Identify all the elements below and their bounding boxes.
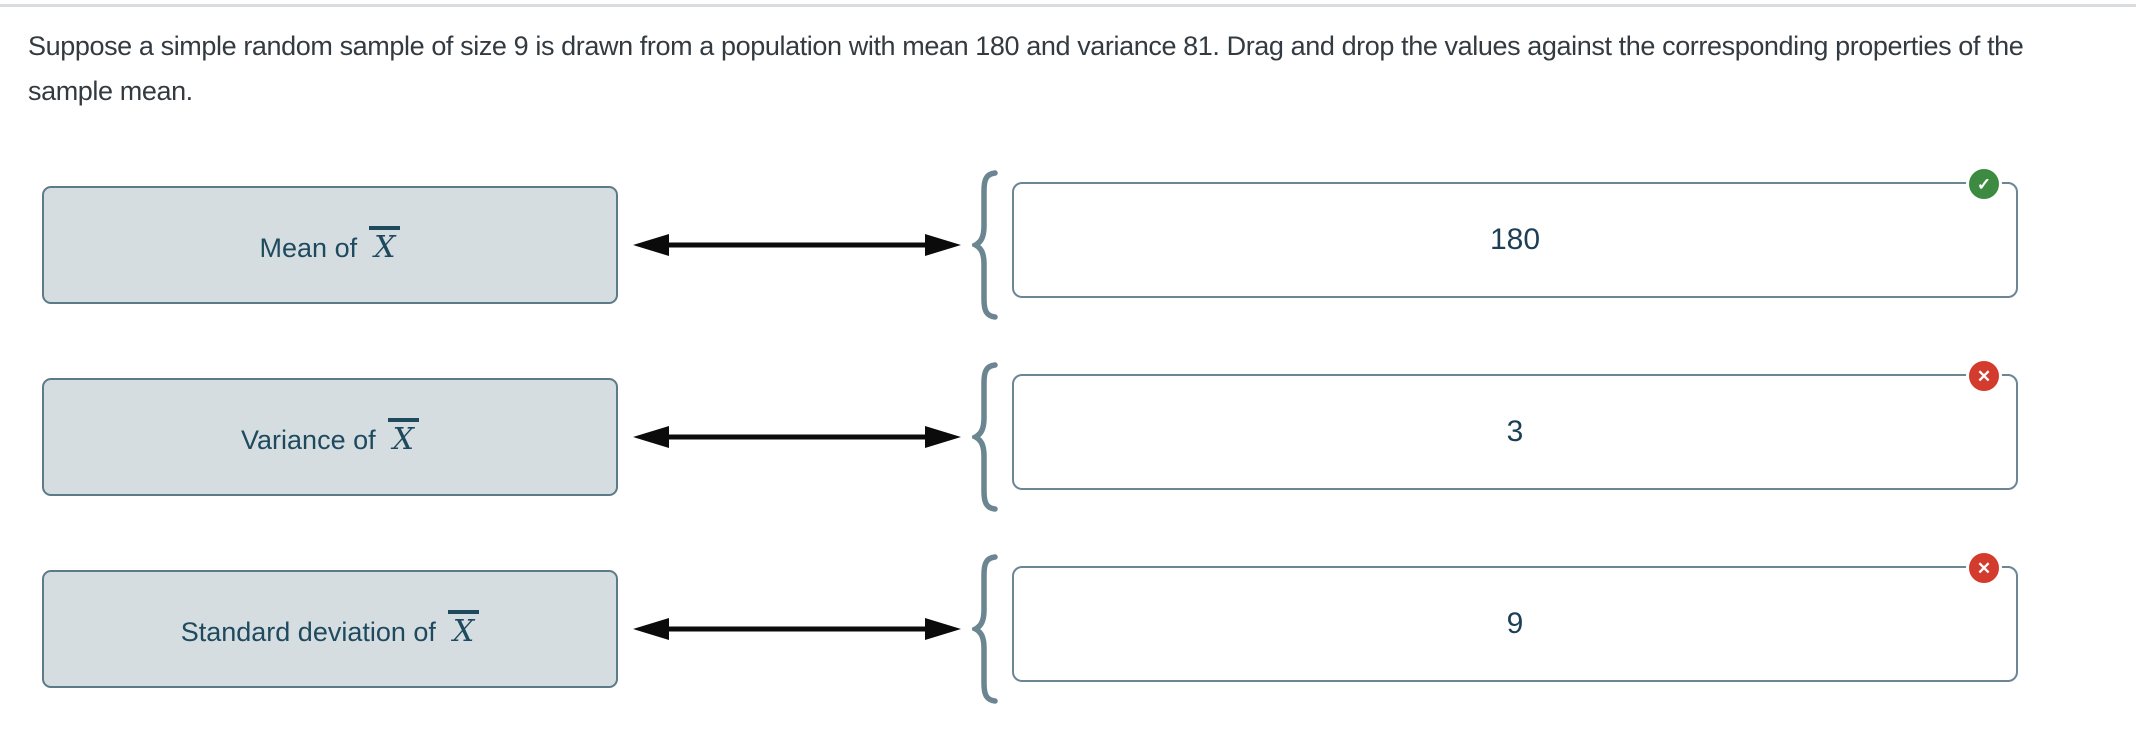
question-instructions: Suppose a simple random sample of size 9… bbox=[28, 31, 2024, 106]
left-brace-icon bbox=[972, 362, 998, 512]
property-label-text: Standard deviation of bbox=[180, 617, 436, 647]
overline-bar bbox=[387, 418, 419, 422]
answer-value: 3 bbox=[1506, 415, 1524, 448]
property-label-text: Variance of bbox=[241, 425, 376, 455]
left-brace-icon bbox=[972, 554, 998, 704]
answer-dropzone-variance[interactable]: 3 ✕ bbox=[1012, 358, 2018, 490]
x-bar-symbol: X bbox=[369, 226, 401, 264]
property-box-mean: Mean of X bbox=[42, 186, 618, 304]
property-label-text: Mean of bbox=[259, 233, 358, 263]
answer-value: 9 bbox=[1506, 607, 1524, 640]
answer-dropzone-mean[interactable]: 180 ✓ bbox=[1012, 166, 2018, 298]
incorrect-badge: ✕ bbox=[1966, 550, 2002, 586]
double-arrow-icon bbox=[633, 426, 961, 448]
x-icon: ✕ bbox=[1976, 558, 1992, 578]
property-label: Mean of X bbox=[260, 226, 401, 264]
x-icon: ✕ bbox=[1976, 366, 1992, 386]
answer-value: 180 bbox=[1489, 223, 1541, 256]
answer-dropzone-standard-deviation[interactable]: 9 ✕ bbox=[1012, 550, 2018, 682]
x-bar-symbol: X bbox=[387, 418, 419, 456]
property-label: Standard deviation of X bbox=[181, 610, 480, 648]
incorrect-badge: ✕ bbox=[1966, 358, 2002, 394]
property-box-standard-deviation: Standard deviation of X bbox=[42, 570, 618, 688]
overline-bar bbox=[447, 610, 480, 614]
left-brace-icon bbox=[972, 170, 998, 320]
property-label: Variance of X bbox=[241, 418, 419, 456]
correct-badge: ✓ bbox=[1966, 166, 2002, 202]
match-row-variance: Variance of X 3 ✕ bbox=[0, 358, 2136, 512]
top-divider bbox=[0, 4, 2136, 7]
match-row-mean: Mean of X 180 ✓ bbox=[0, 166, 2136, 320]
double-arrow-icon bbox=[633, 234, 961, 256]
check-icon: ✓ bbox=[1976, 174, 1992, 194]
double-arrow-icon bbox=[633, 618, 961, 640]
overline-bar bbox=[369, 226, 401, 230]
match-row-standard-deviation: Standard deviation of X 9 ✕ bbox=[0, 550, 2136, 704]
property-box-variance: Variance of X bbox=[42, 378, 618, 496]
x-bar-symbol: X bbox=[447, 610, 480, 648]
